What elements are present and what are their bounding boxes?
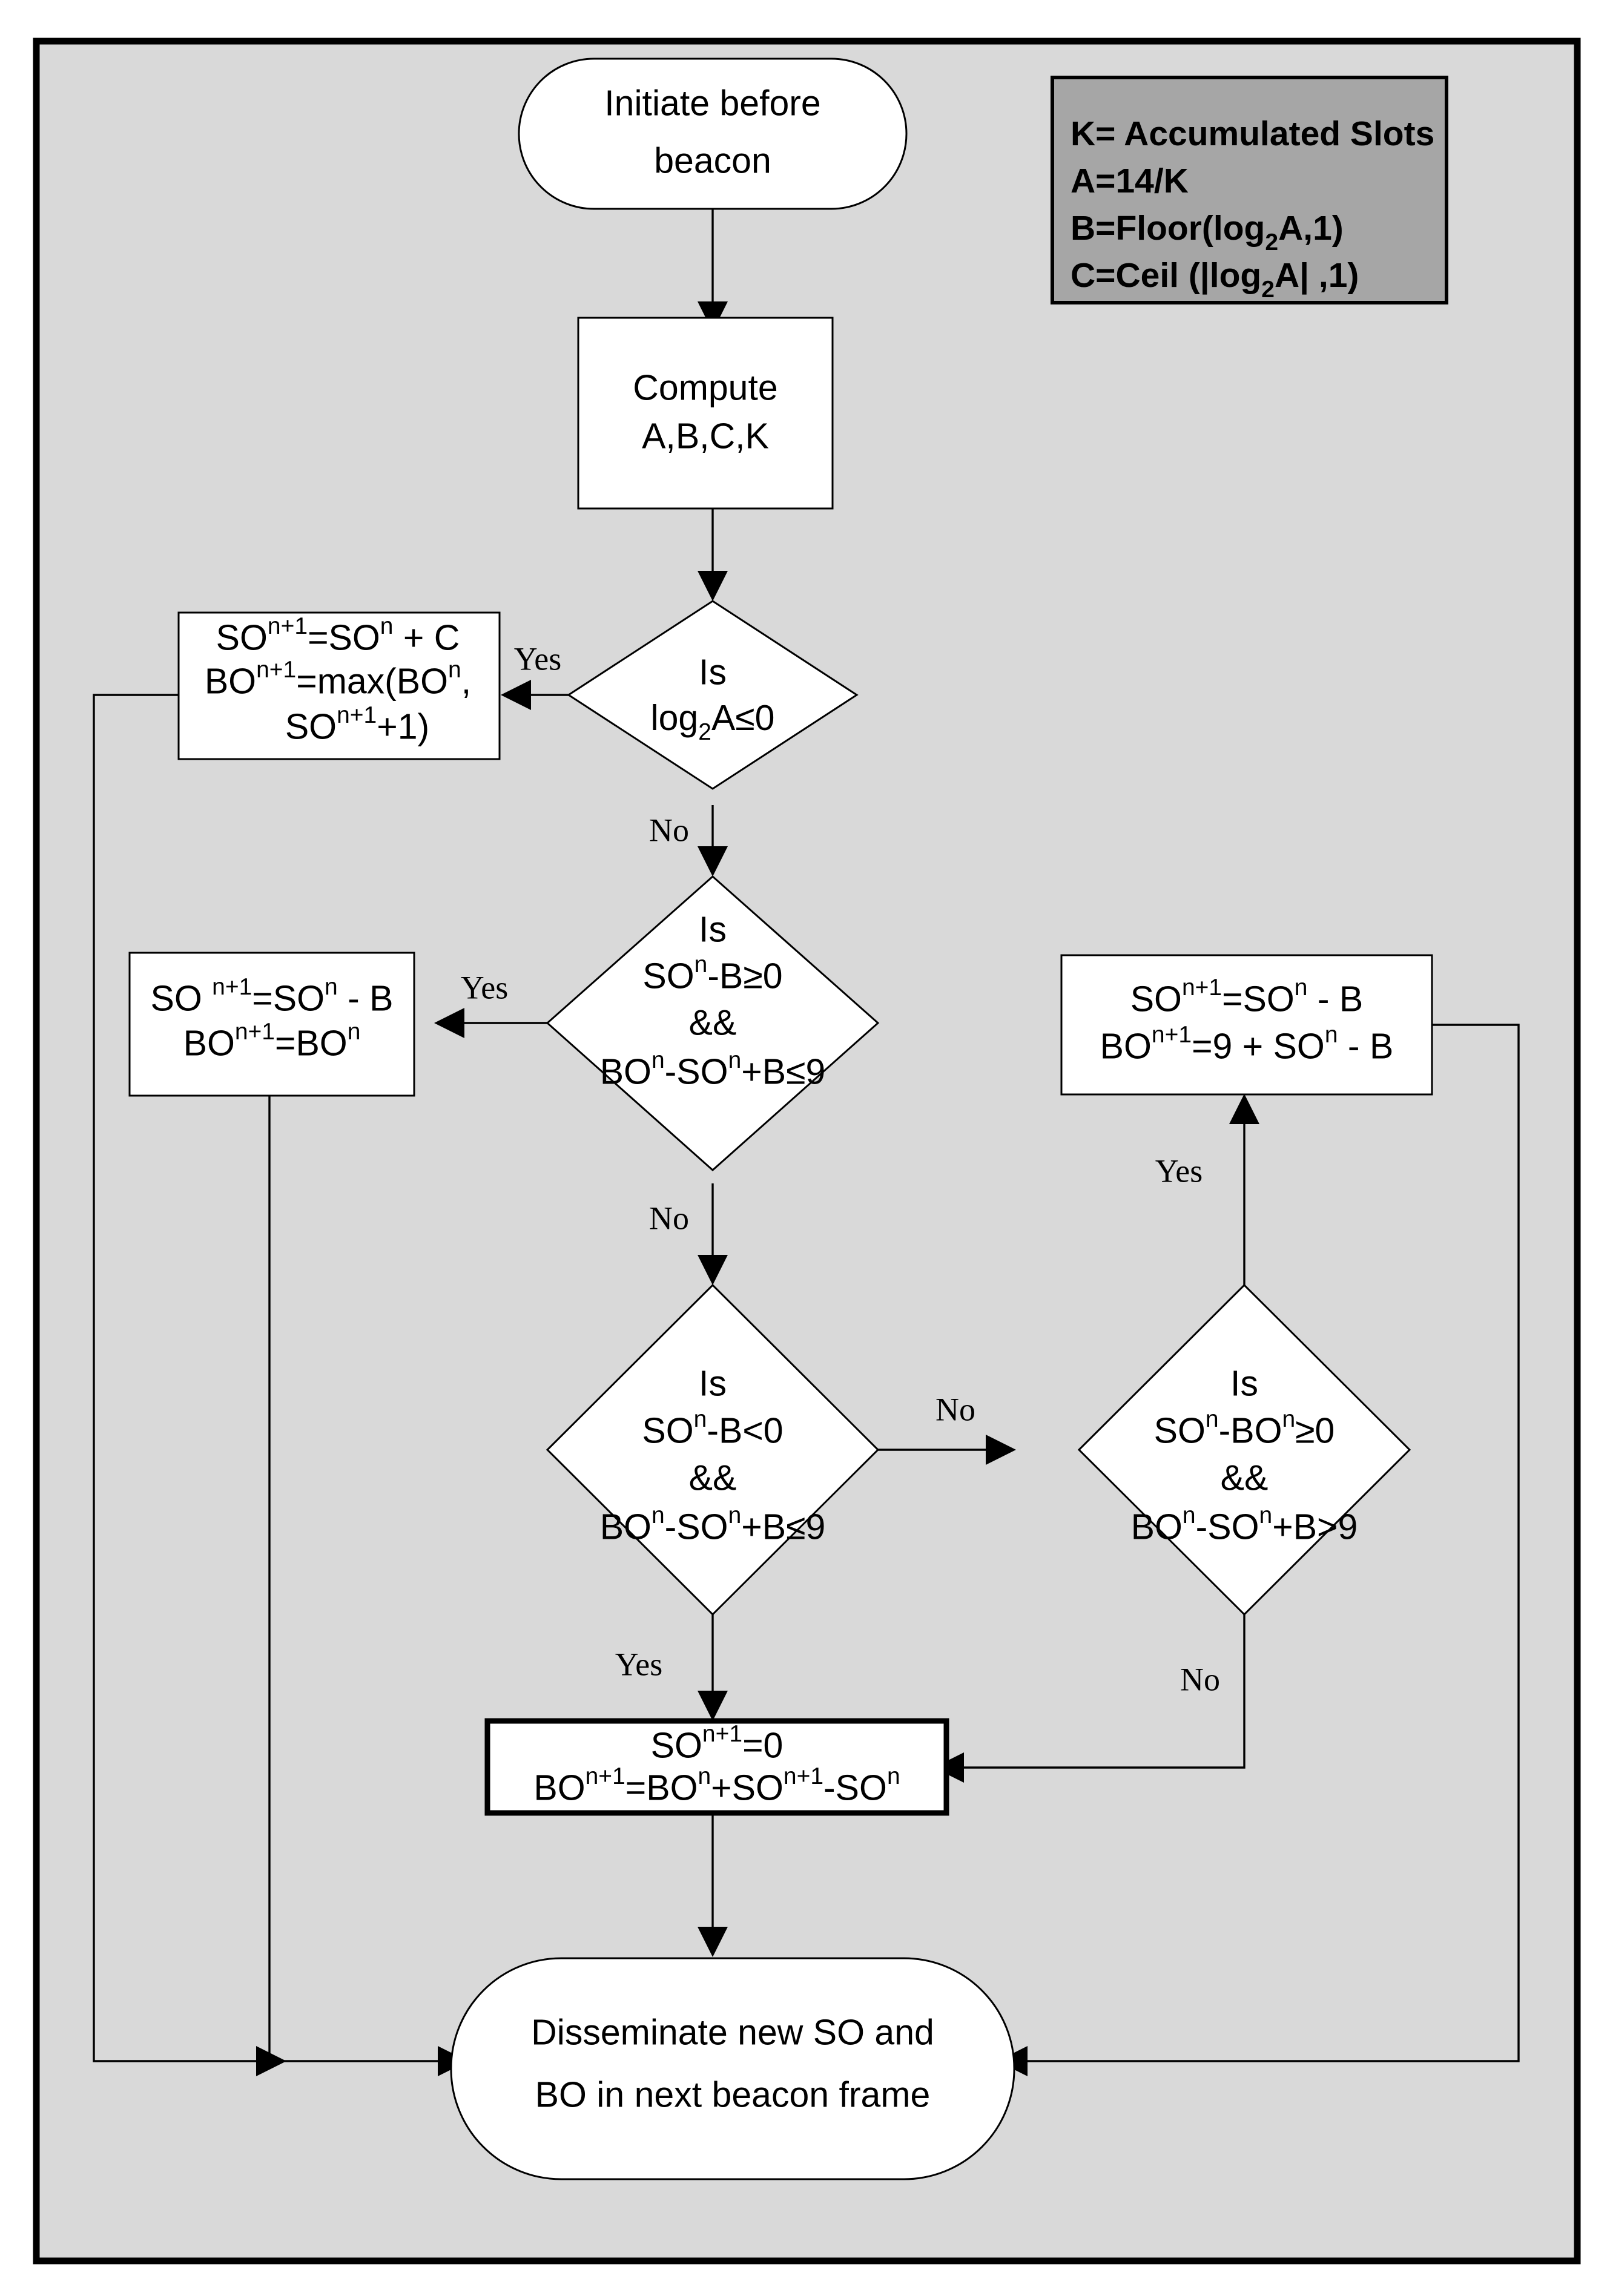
- edge-processright-to-end: [1014, 1024, 1520, 2062]
- decision3-shape: [546, 1283, 880, 1616]
- processright-line2: BOn+1=9 + SOn - B: [1100, 1022, 1394, 1067]
- node-process-so-plus-c[interactable]: SOn+1=SOn + C BOn+1=max(BOn, SOn+1+1): [177, 611, 501, 760]
- arrowhead-d4-yes: [1229, 1094, 1259, 1124]
- arrowhead-d1-yes: [501, 680, 531, 710]
- label-d2-yes: Yes: [461, 969, 509, 1005]
- start-label-line2: beacon: [654, 141, 771, 181]
- processc-line2: BOn+1=max(BOn,: [205, 657, 471, 702]
- compute-label-line2: A,B,C,K: [642, 416, 769, 456]
- decision4-line1: Is: [1230, 1364, 1258, 1404]
- label-d3-no: No: [935, 1391, 975, 1427]
- decision1-shape: [567, 600, 859, 790]
- node-decision-log2a[interactable]: Is log2A≤0: [567, 600, 859, 790]
- definitions-legend: K= Accumulated Slots A=14/K B=Floor(log2…: [1051, 76, 1448, 304]
- end-label-line2: BO in next beacon frame: [535, 2075, 931, 2115]
- legend-line-a: A=14/K: [1071, 162, 1189, 200]
- arrowhead-processleft2-rail: [256, 2046, 286, 2076]
- node-process-so-zero[interactable]: SOn+1=0 BOn+1=BOn+SOn+1-SOn: [484, 1718, 949, 1816]
- processzero-shape: [484, 1718, 949, 1816]
- decision2-line3: &&: [689, 1003, 737, 1043]
- arrowhead-start-compute: [698, 301, 728, 332]
- compute-label-line1: Compute: [633, 368, 777, 408]
- node-compute[interactable]: Compute A,B,C,K: [577, 317, 834, 510]
- arrowhead-compute-d1: [698, 571, 728, 601]
- decision3-line1: Is: [699, 1364, 727, 1404]
- node-disseminate[interactable]: Disseminate new SO and BO in next beacon…: [450, 1957, 1015, 2180]
- processc-shape: [177, 611, 501, 760]
- node-decision-so-minus-b-lt0[interactable]: Is SOn-B<0 && BOn-SOn+B≤9: [546, 1283, 880, 1616]
- edge-d4-no: [951, 1541, 1245, 1769]
- end-shape: [450, 1957, 1015, 2180]
- decision1-line2: log2A≤0: [651, 698, 775, 745]
- decision4-shape: [1077, 1283, 1411, 1616]
- decision2-line2: SOn-B≥0: [642, 952, 782, 996]
- decision2-line4: BOn-SOn+B≤9: [600, 1047, 826, 1092]
- arrowhead-d2-no: [698, 1255, 728, 1285]
- arrowhead-d3-no: [986, 1435, 1016, 1465]
- processleft2-shape: [128, 952, 415, 1097]
- decision3-line4: BOn-SOn+B≤9: [600, 1502, 826, 1547]
- processc-line1: SOn+1=SOn + C: [216, 613, 460, 658]
- arrowhead-d2-yes: [434, 1008, 464, 1038]
- decision1-line1: Is: [699, 653, 727, 692]
- processright-shape: [1060, 954, 1433, 1096]
- legend-shape: [1051, 76, 1448, 304]
- legend-line-k: K= Accumulated Slots: [1071, 114, 1434, 153]
- start-label-line1: Initiate before: [604, 84, 821, 123]
- node-decision-so-minus-b-ge0[interactable]: Is SOn-B≥0 && BOn-SOn+B≤9: [546, 875, 880, 1172]
- label-d4-no: No: [1180, 1661, 1220, 1697]
- processzero-line2: BOn+1=BOn+SOn+1-SOn: [533, 1763, 900, 1808]
- branch-labels: Yes No Yes No No Yes Yes No: [461, 640, 1220, 1697]
- decision4-line2: SOn-BOn≥0: [1154, 1406, 1335, 1451]
- decision3-line2: SOn-B<0: [642, 1406, 783, 1451]
- decision2-line1: Is: [699, 910, 727, 950]
- decision2-shape: [546, 875, 880, 1172]
- label-d1-yes: Yes: [514, 640, 562, 677]
- arrowhead-d1-no: [698, 846, 728, 877]
- legend-line-c: C=Ceil (|log2A| ,1): [1071, 256, 1359, 303]
- decision4-line4: BOn-SOn+B>9: [1131, 1502, 1358, 1547]
- legend-line-b: B=Floor(log2A,1): [1071, 209, 1344, 255]
- label-d1-no: No: [649, 812, 689, 848]
- node-process-so-minus-b[interactable]: SO n+1=SOn - B BOn+1=BOn: [128, 952, 415, 1097]
- start-shape: [518, 58, 908, 210]
- decision4-line3: &&: [1221, 1458, 1269, 1498]
- processleft2-line1: SO n+1=SOn - B: [151, 974, 394, 1019]
- node-decision-so-minus-bo-ge0[interactable]: Is SOn-BOn≥0 && BOn-SOn+B>9: [1077, 1283, 1411, 1616]
- node-process-bo-9-plus-so-minus-b[interactable]: SOn+1=SOn - B BOn+1=9 + SOn - B: [1060, 954, 1433, 1096]
- node-start[interactable]: Initiate before beacon: [518, 58, 908, 210]
- arrowhead-d3-yes: [698, 1691, 728, 1721]
- label-d3-yes: Yes: [615, 1646, 663, 1682]
- label-d2-no: No: [649, 1200, 689, 1236]
- arrowhead-processzero-end: [698, 1927, 728, 1957]
- compute-shape: [577, 317, 834, 510]
- processright-line1: SOn+1=SOn - B: [1130, 975, 1364, 1019]
- end-label-line1: Disseminate new SO and: [531, 2013, 934, 2053]
- label-d4-yes: Yes: [1155, 1153, 1203, 1189]
- decision3-line3: &&: [689, 1458, 737, 1498]
